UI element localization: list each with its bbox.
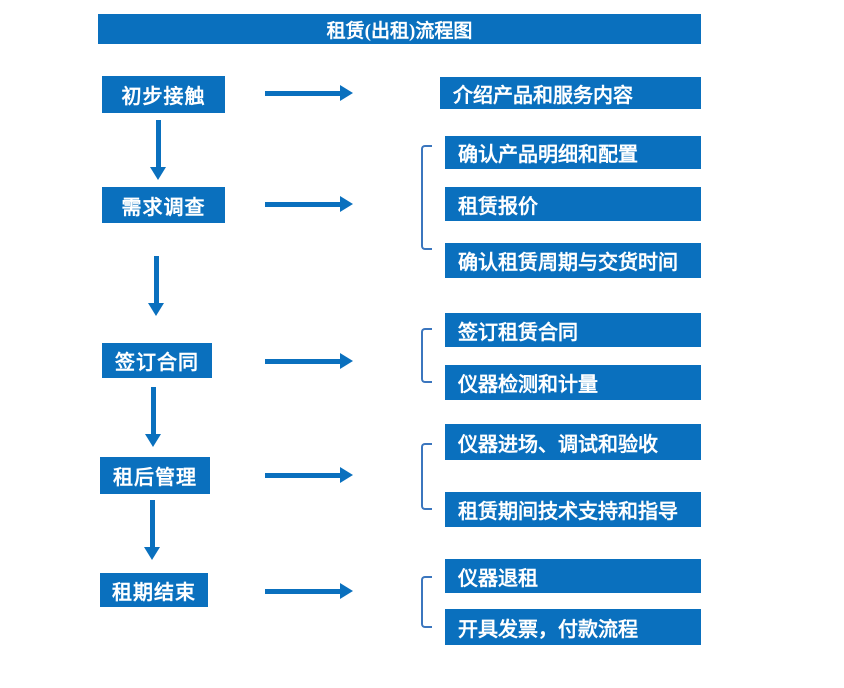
arrow-tail [149,500,155,548]
detail-sign-rental-contract: 签订租赁合同 [445,313,701,347]
down-arrow-icon [145,387,161,447]
arrow-tail [265,358,341,364]
group-bracket [421,328,432,383]
detail-technical-support-guidance: 租赁期间技术支持和指导 [445,492,701,527]
arrow-head [340,196,353,212]
right-arrow-icon [265,467,353,483]
arrow-tail [265,201,341,207]
arrow-tail [150,387,156,435]
detail-confirm-rental-period-delivery: 确认租赁周期与交货时间 [445,243,701,278]
detail-instrument-return: 仪器退租 [445,559,701,593]
arrow-tail [265,588,341,594]
down-arrow-icon [148,256,164,316]
down-arrow-icon [144,500,160,560]
detail-invoice-payment-process: 开具发票，付款流程 [445,609,701,645]
arrow-head [340,353,353,369]
flowchart-title-bar: 租赁(出租)流程图 [98,14,701,44]
arrow-head [150,167,166,180]
arrow-tail [153,256,159,304]
arrow-head [340,85,353,101]
detail-instrument-entry-debug-acceptance: 仪器进场、调试和验收 [445,424,701,460]
right-arrow-icon [265,196,353,212]
detail-rental-quotation: 租赁报价 [445,187,701,221]
group-bracket [421,145,432,250]
arrow-head [148,303,164,316]
step-rental-end: 租期结束 [100,573,208,607]
down-arrow-icon [150,120,166,180]
arrow-head [144,547,160,560]
detail-instrument-inspection-calibration: 仪器检测和计量 [445,365,701,400]
right-arrow-icon [265,353,353,369]
step-demand-survey: 需求调查 [102,187,225,223]
arrow-head [340,467,353,483]
step-sign-contract: 签订合同 [102,343,212,378]
detail-confirm-product-details-config: 确认产品明细和配置 [445,136,701,169]
arrow-head [340,583,353,599]
step-initial-contact: 初步接触 [102,76,225,113]
right-arrow-icon [265,85,353,101]
detail-introduce-products-services: 介绍产品和服务内容 [440,77,701,109]
group-bracket [421,443,432,510]
right-arrow-icon [265,583,353,599]
group-bracket [421,576,432,628]
step-post-rental-management: 租后管理 [100,457,210,494]
arrow-tail [265,472,341,478]
arrow-tail [265,90,341,96]
arrow-head [145,434,161,447]
arrow-tail [155,120,161,168]
